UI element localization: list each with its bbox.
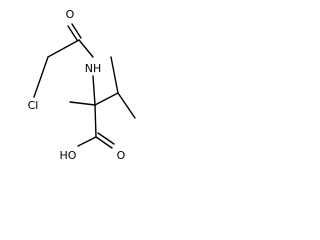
atom-oxygen-amide-carbonyl: O [66,8,75,21]
bond-isopropyl-to-methyl-right [117,92,136,119]
molecule-structure: O NH Cl HO O [28,8,136,162]
bond-carbonyl-to-nh [78,39,94,58]
atom-amide-nitrogen: NH [85,62,102,75]
bond-carboxyl-carbonyl-double-b [97,132,115,145]
bonds [33,23,136,149]
bond-quaternary-c-to-methyl [69,101,96,106]
bond-quaternary-c-to-isopropyl [94,92,119,106]
atom-hydroxyl: HO [60,149,77,162]
bond-isopropyl-to-methyl-upper [110,56,119,94]
bond-amide-carbonyl-double-a [67,25,78,41]
bond-nh-to-quaternary-c [92,75,96,106]
bond-ch2-to-cl [33,56,49,98]
bond-amide-carbonyl-double-b [71,23,82,39]
atom-oxygen-carboxyl-carbonyl: O [117,149,126,162]
atom-labels: O NH Cl HO O [28,8,126,162]
bond-carbonyl-to-ch2 [47,39,80,58]
bond-carboxyl-carbonyl-double-a [95,136,113,149]
bond-quaternary-c-to-carboxyl [94,104,97,138]
atom-chlorine: Cl [28,99,39,112]
bond-carboxyl-to-hydroxyl [77,136,97,147]
